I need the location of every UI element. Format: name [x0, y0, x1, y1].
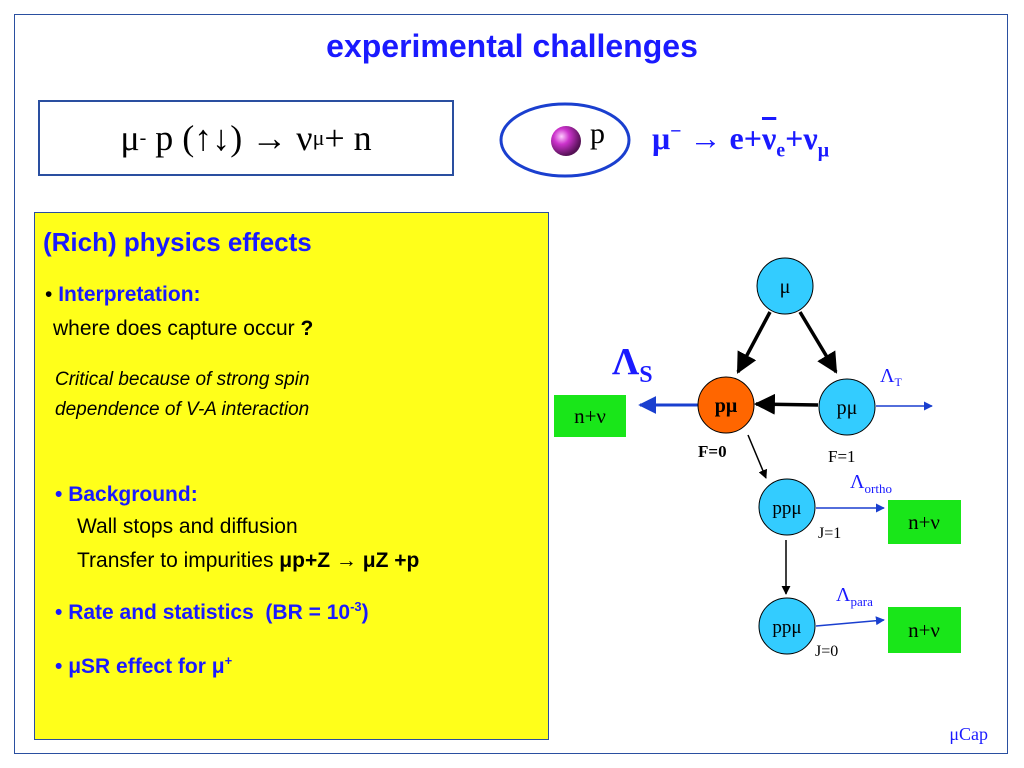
lambda-ortho-subscript: ortho	[865, 481, 892, 496]
critical-line-2: dependence of V-A interaction	[55, 399, 310, 420]
bullet-dot: •	[55, 483, 63, 506]
bullet-dot: •	[55, 655, 63, 678]
arrow-singlet-to-ortho	[747, 434, 768, 479]
decay-sub-mu: μ	[817, 139, 830, 162]
n-nu-box-ortho	[888, 500, 961, 544]
node-pmu-triplet	[818, 378, 876, 436]
arrow-para-capture	[815, 616, 885, 627]
node-ppmu-para-label: ppμ	[772, 617, 801, 638]
bullet-dot: •	[55, 601, 63, 624]
formula-mu: μ	[120, 118, 140, 158]
question-mark: ?	[300, 317, 314, 340]
lambda-ortho-label: Λortho	[850, 471, 892, 496]
formula-rest: + n	[324, 118, 372, 158]
formula-minus: -	[139, 126, 147, 149]
arrow-mu-to-singlet	[736, 311, 772, 374]
background-label: Background:	[68, 483, 198, 506]
decay-mu: μ	[652, 120, 671, 156]
panel-heading: (Rich) physics effects	[43, 227, 312, 257]
formula-p-part: p (↑↓) → ν	[146, 118, 313, 158]
background-line-2: Transfer to impurities μp+Z → μZ +p	[77, 549, 419, 573]
background-line-1: Wall stops and diffusion	[77, 515, 298, 538]
muon-decay-formula: μ− → e+νe+νμ	[652, 120, 829, 162]
proton-sphere	[551, 126, 581, 156]
musr-bullet-line: • μSR effect for μ+	[55, 653, 232, 679]
arrow-mu-to-triplet	[798, 311, 838, 374]
rate-label: Rate and statistics (BR = 10	[68, 601, 351, 624]
j0-label: J=0	[815, 643, 838, 660]
background-bullet-line: • Background:	[55, 483, 198, 507]
node-ppmu-para	[758, 597, 816, 655]
bullet-dot: •	[45, 283, 53, 306]
decay-sub-e: e	[776, 139, 786, 162]
node-ppmu-ortho	[758, 478, 816, 536]
n-nu-label-para: n+ν	[908, 618, 940, 642]
rate-exponent: -3	[350, 599, 362, 614]
n-nu-box-singlet	[554, 395, 626, 437]
arrow-triplet-to-singlet	[753, 393, 819, 415]
node-pmu-singlet-label: pμ	[715, 395, 738, 417]
lambda-para-subscript: para	[851, 594, 874, 609]
critical-line-1: Critical because of strong spin	[55, 369, 310, 390]
interpretation-label: Interpretation:	[58, 283, 201, 306]
decay-arrow-e: → e+	[681, 120, 762, 156]
node-mu	[756, 257, 814, 315]
lambda-s-symbol: Λ	[612, 341, 640, 383]
musr-sup: +	[224, 653, 233, 668]
node-mu-label: μ	[780, 276, 791, 298]
node-pmu-singlet	[697, 376, 755, 434]
n-nu-label-ortho: n+ν	[908, 510, 940, 534]
page-title: experimental challenges	[326, 28, 698, 64]
physics-effects-panel: (Rich) physics effects • Interpretation:…	[34, 212, 549, 740]
musr-label: μSR effect for μ	[68, 655, 225, 678]
lambda-para-symbol: Λ	[836, 584, 851, 606]
formula-sub-mu: μ	[312, 125, 325, 150]
lambda-s-label: ΛS	[612, 341, 653, 388]
node-ppmu-ortho-label: ppμ	[772, 498, 801, 519]
rate-close: )	[361, 601, 369, 624]
footer-label: μCap	[949, 724, 988, 744]
f0-label: F=0	[698, 442, 727, 461]
lambda-t-subscript: T	[895, 375, 903, 389]
proton-label: p	[590, 117, 605, 150]
interpretation-bullet-line: • Interpretation:	[45, 283, 201, 307]
background-line-2-text: Transfer to impurities	[77, 549, 280, 572]
lambda-t-label: ΛT	[880, 365, 903, 389]
rate-bullet-line: • Rate and statistics (BR = 10-3)	[55, 599, 369, 625]
decay-antineutrino: ν	[761, 120, 777, 156]
decay-minus: −	[670, 120, 682, 143]
lambda-para-label: Λpara	[836, 584, 873, 609]
muon-orbit-ellipse	[499, 102, 631, 178]
lambda-ortho-symbol: Λ	[850, 471, 865, 493]
lambda-t-symbol: Λ	[880, 365, 895, 387]
transfer-formula: μp+Z → μZ +p	[279, 549, 420, 572]
node-pmu-triplet-label: pμ	[837, 397, 858, 419]
interpretation-text: where does capture occur	[53, 317, 295, 340]
j1-label: J=1	[818, 525, 841, 542]
n-nu-label-singlet: n+ν	[574, 404, 606, 428]
f1-label: F=1	[828, 447, 856, 466]
interpretation-text-line: where does capture occur ?	[53, 317, 313, 341]
slide-frame	[14, 14, 1008, 754]
lambda-s-subscript: S	[639, 362, 652, 388]
n-nu-box-para	[888, 607, 961, 653]
decay-plus-nu: +ν	[785, 120, 818, 156]
